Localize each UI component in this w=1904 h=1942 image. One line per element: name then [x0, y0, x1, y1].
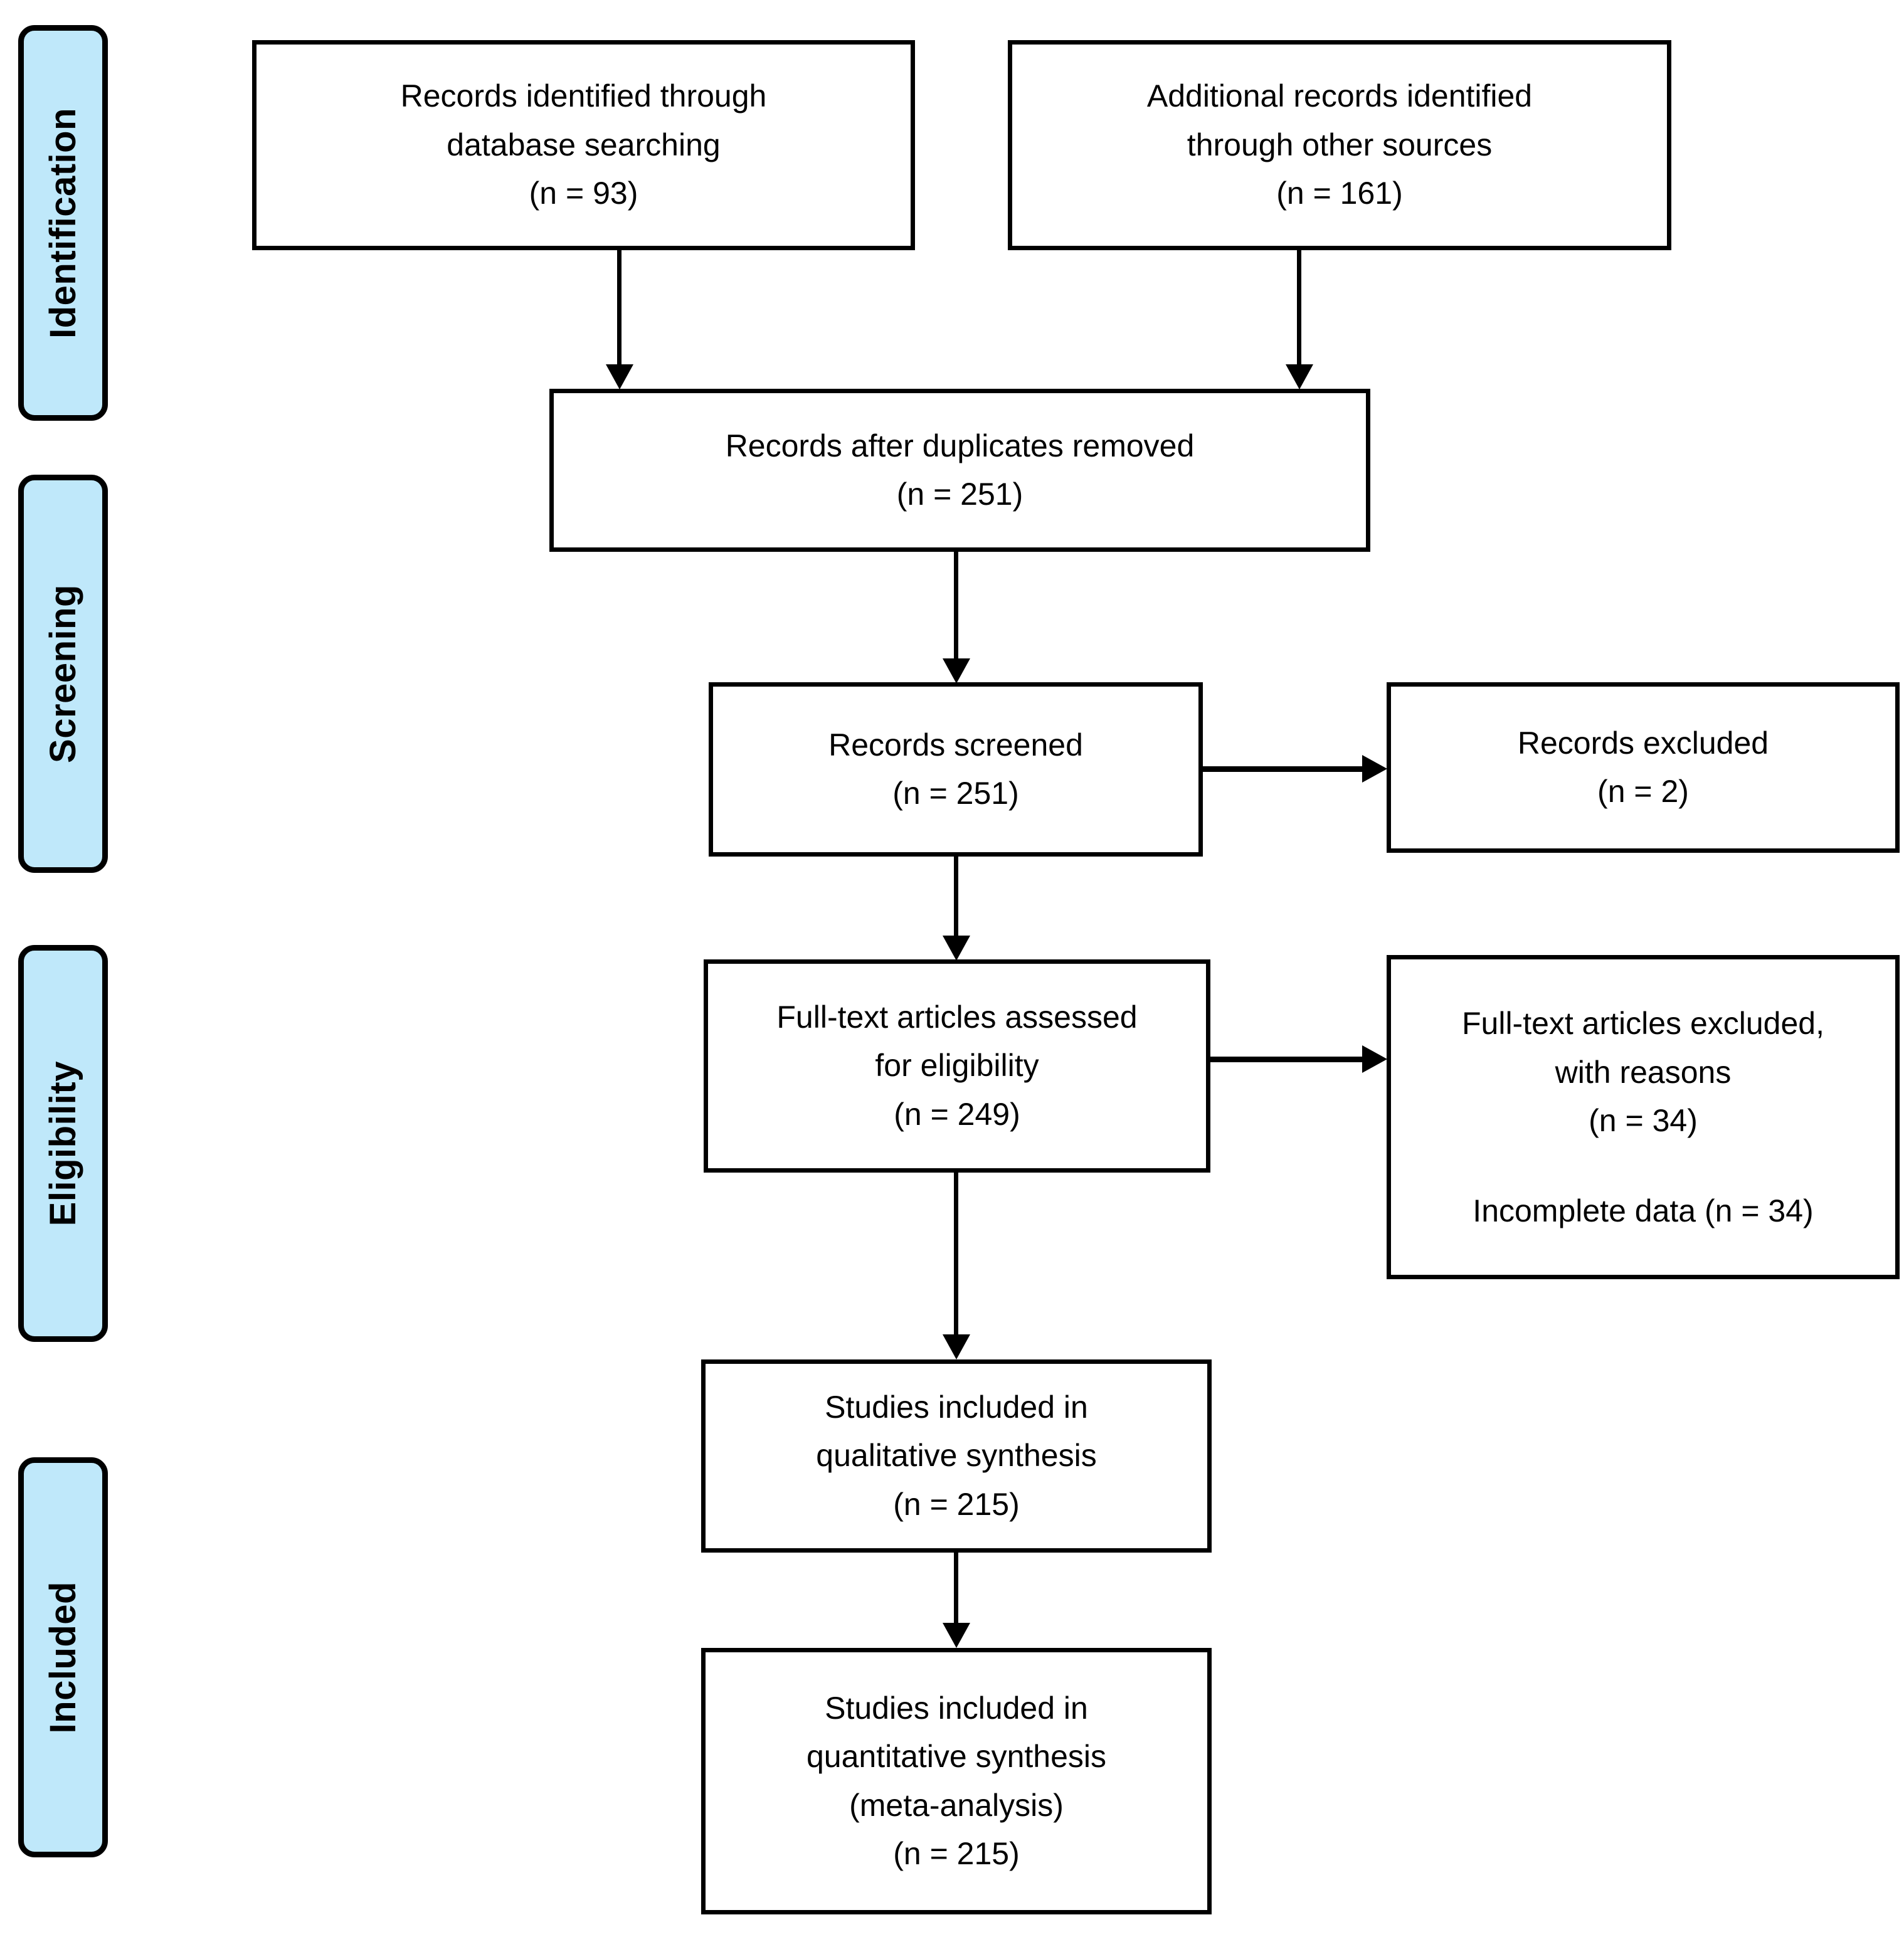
- box-fulltext-assessed: Full-text articles assessed for eligibil…: [704, 959, 1210, 1173]
- box-duplicates-removed: Records after duplicates removed (n = 25…: [549, 389, 1370, 552]
- box-other-sources-line1: Additional records identified: [1146, 78, 1533, 114]
- box-records-screened: Records screened (n = 251): [709, 682, 1203, 857]
- box-quantitative-synthesis-line2: quantitative synthesis: [806, 1739, 1107, 1774]
- box-quantitative-synthesis: Studies included in quantitative synthes…: [701, 1648, 1212, 1914]
- box-database-search: Records identified through database sear…: [252, 40, 915, 250]
- box-fulltext-excluded-line2: with reasons: [1555, 1054, 1732, 1090]
- box-fulltext-excluded: Full-text articles excluded, with reason…: [1387, 955, 1900, 1279]
- box-duplicates-removed-line1: Records after duplicates removed: [725, 428, 1195, 463]
- connector-screened-to-excluded: [1203, 766, 1363, 772]
- stage-label-included: Included: [42, 1581, 83, 1734]
- stage-pill-identification: Identification: [18, 25, 108, 421]
- box-other-sources-count: (n = 161): [1276, 176, 1403, 211]
- box-qualitative-synthesis-line2: qualitative synthesis: [816, 1438, 1097, 1474]
- box-other-sources-line2: through other sources: [1187, 127, 1493, 162]
- connector-fulltext-to-excluded: [1210, 1057, 1363, 1062]
- arrowhead-qualitative-to-quantitative: [943, 1623, 970, 1648]
- connector-fulltext-to-qualitative: [954, 1173, 958, 1334]
- box-quantitative-synthesis-line3: (meta-analysis): [849, 1787, 1064, 1823]
- box-database-search-line2: database searching: [447, 127, 721, 162]
- arrowhead-duplicates-to-screened: [943, 658, 970, 683]
- arrowhead-screened-to-excluded: [1362, 755, 1387, 783]
- stage-pill-eligibility: Eligibility: [18, 945, 108, 1342]
- box-fulltext-assessed-line1: Full-text articles assessed: [776, 999, 1138, 1035]
- box-records-excluded-line1: Records excluded: [1517, 725, 1769, 761]
- box-records-screened-count: (n = 251): [892, 776, 1019, 811]
- arrowhead-fulltext-to-excluded: [1362, 1045, 1387, 1073]
- arrowhead-screened-to-fulltext: [943, 936, 970, 961]
- stage-pill-screening: Screening: [18, 475, 108, 873]
- box-other-sources: Additional records identified through ot…: [1008, 40, 1671, 250]
- box-fulltext-assessed-line2: for eligibility: [875, 1048, 1039, 1084]
- box-qualitative-synthesis-count: (n = 215): [893, 1486, 1020, 1522]
- connector-other-sources-to-duplicates: [1297, 250, 1301, 364]
- connector-database-search-to-duplicates: [617, 250, 621, 364]
- stage-label-identification: Identification: [42, 107, 83, 339]
- box-fulltext-excluded-line1: Full-text articles excluded,: [1461, 1006, 1824, 1041]
- stage-label-screening: Screening: [42, 584, 83, 763]
- connector-qualitative-to-quantitative: [954, 1553, 958, 1623]
- arrowhead-database-search-to-duplicates: [606, 364, 633, 389]
- stage-label-eligibility: Eligibility: [42, 1060, 83, 1227]
- box-quantitative-synthesis-count: (n = 215): [893, 1836, 1020, 1871]
- box-qualitative-synthesis-line1: Studies included in: [825, 1389, 1088, 1425]
- box-fulltext-assessed-count: (n = 249): [894, 1096, 1020, 1132]
- box-database-search-count: (n = 93): [529, 176, 638, 211]
- box-qualitative-synthesis: Studies included in qualitative synthesi…: [701, 1359, 1212, 1553]
- stage-pill-included: Included: [18, 1457, 108, 1857]
- arrowhead-fulltext-to-qualitative: [943, 1334, 970, 1359]
- box-database-search-line1: Records identified through: [400, 78, 767, 114]
- box-records-screened-line1: Records screened: [828, 727, 1083, 763]
- box-fulltext-excluded-reason: Incomplete data (n = 34): [1473, 1193, 1814, 1228]
- connector-screened-to-fulltext: [954, 857, 958, 936]
- box-duplicates-removed-count: (n = 251): [896, 477, 1023, 512]
- connector-duplicates-to-screened: [954, 552, 958, 658]
- box-quantitative-synthesis-line1: Studies included in: [825, 1690, 1088, 1726]
- box-records-excluded: Records excluded (n = 2): [1387, 682, 1900, 853]
- arrowhead-other-sources-to-duplicates: [1286, 364, 1313, 389]
- box-records-excluded-count: (n = 2): [1597, 774, 1689, 809]
- box-fulltext-excluded-count: (n = 34): [1589, 1103, 1698, 1138]
